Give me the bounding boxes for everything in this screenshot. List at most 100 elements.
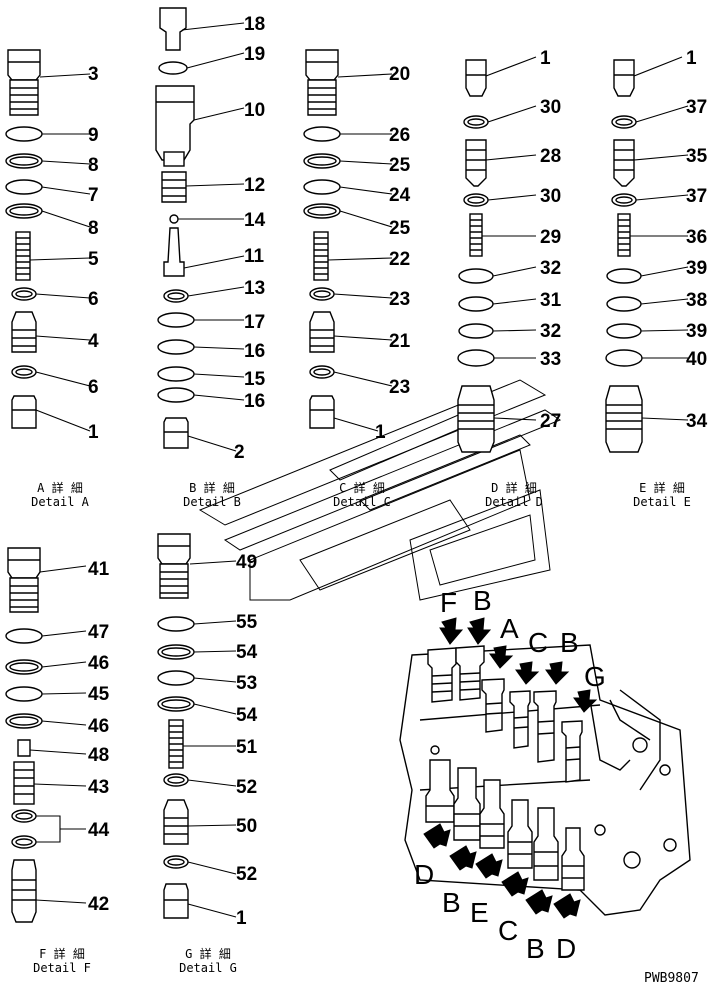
detail-c-parts [303, 49, 341, 429]
callout-number: 9 [88, 125, 99, 146]
arrow-down-icon [573, 689, 598, 713]
callout-number: 49 [236, 552, 257, 573]
callout-number: 24 [389, 185, 411, 206]
callout-number: 51 [236, 737, 258, 758]
callout-number: 54 [236, 705, 258, 726]
callout-number: 1 [88, 422, 99, 443]
view-letter: D [556, 933, 576, 964]
callout-number: 30 [540, 97, 561, 118]
detail-caption-en: Detail B [183, 495, 241, 509]
callout-number: 21 [389, 331, 411, 352]
callout-number: 44 [88, 820, 110, 841]
arrow-down-icon [545, 661, 570, 685]
callout-number: 33 [540, 349, 561, 370]
callout-number: 1 [236, 908, 247, 929]
callout-number: 55 [236, 612, 258, 633]
callout-number: 27 [540, 411, 561, 432]
arrow-down-icon [515, 661, 540, 685]
view-letter: G [584, 661, 606, 692]
detail-caption-en: Detail C [333, 495, 391, 509]
detail-caption-en: Detail F [33, 961, 91, 975]
detail-caption-jp: G 詳 細 [185, 946, 231, 961]
callout-number: 8 [88, 155, 99, 176]
detail-caption-en: Detail E [633, 495, 691, 509]
callout-number: 45 [88, 684, 110, 705]
callout-number: 4 [88, 331, 99, 352]
detail-caption-en: Detail A [31, 495, 90, 509]
arrow-down-icon [467, 617, 492, 645]
callout-number: 41 [88, 559, 110, 580]
callout-number: 23 [389, 289, 410, 310]
arrow-down-icon [489, 645, 514, 669]
callout-number: 29 [540, 227, 561, 248]
detail-a-parts [5, 49, 43, 429]
callout-number: 6 [88, 377, 99, 398]
callout-number: 39 [686, 258, 707, 279]
detail-e-parts [605, 59, 643, 453]
callout-number: 3 [88, 64, 99, 85]
callout-number: 28 [540, 146, 561, 167]
view-letter: B [526, 933, 545, 964]
arrow-up-icon [501, 871, 529, 897]
view-letter: C [498, 915, 518, 946]
callout-number: 53 [236, 673, 257, 694]
arrow-up-icon [449, 845, 477, 871]
callout-number: 37 [686, 186, 707, 207]
view-letter: B [473, 585, 492, 616]
callout-number: 26 [389, 125, 410, 146]
callout-number: 20 [389, 64, 410, 85]
detail-caption-jp: B 詳 細 [189, 480, 235, 495]
callout-number: 1 [686, 48, 697, 69]
callout-number: 35 [686, 146, 708, 167]
callout-number: 39 [686, 321, 707, 342]
drawing-code: PWB9807 [644, 971, 699, 986]
callout-number: 42 [88, 894, 109, 915]
view-letter: B [560, 627, 579, 658]
callout-number: 47 [88, 622, 109, 643]
callout-number: 1 [540, 48, 551, 69]
callout-number: 7 [88, 185, 99, 206]
callout-number: 12 [244, 175, 265, 196]
view-letter: D [414, 859, 434, 890]
callout-number: 13 [244, 278, 265, 299]
callout-number: 31 [540, 290, 562, 311]
callout-number: 25 [389, 155, 411, 176]
callout-number: 16 [244, 391, 265, 412]
detail-b-parts [155, 7, 195, 449]
view-letter: A [500, 613, 519, 644]
view-letter: F [440, 587, 457, 618]
callout-number: 52 [236, 777, 257, 798]
view-arrows [423, 617, 598, 919]
callout-number: 34 [686, 411, 708, 432]
callout-number: 6 [88, 289, 99, 310]
callout-number: 8 [88, 218, 99, 239]
callout-number: 46 [88, 716, 109, 737]
arrow-down-icon [439, 617, 464, 645]
callout-number: 43 [88, 777, 109, 798]
callout-number: 50 [236, 816, 257, 837]
callout-number: 32 [540, 258, 561, 279]
detail-caption-jp: C 詳 細 [339, 480, 385, 495]
callout-number: 22 [389, 249, 410, 270]
arrow-up-icon [553, 893, 581, 919]
detail-f-parts [5, 547, 43, 923]
detail-g-parts [157, 533, 195, 919]
callout-number: 30 [540, 186, 561, 207]
callout-number: 54 [236, 642, 258, 663]
detail-caption-jp: A 詳 細 [37, 480, 83, 495]
detail-caption-jp: D 詳 細 [491, 480, 537, 495]
detail-caption-jp: E 詳 細 [639, 480, 685, 495]
callout-number: 19 [244, 44, 265, 65]
callout-number: 14 [244, 210, 266, 231]
detail-caption-en: Detail G [179, 961, 237, 975]
callout-number: 32 [540, 321, 561, 342]
detail-d-parts [457, 59, 495, 453]
callout-number: 23 [389, 377, 410, 398]
callout-number: 46 [88, 653, 109, 674]
callout-number: 38 [686, 290, 707, 311]
callout-number: 2 [234, 442, 245, 463]
